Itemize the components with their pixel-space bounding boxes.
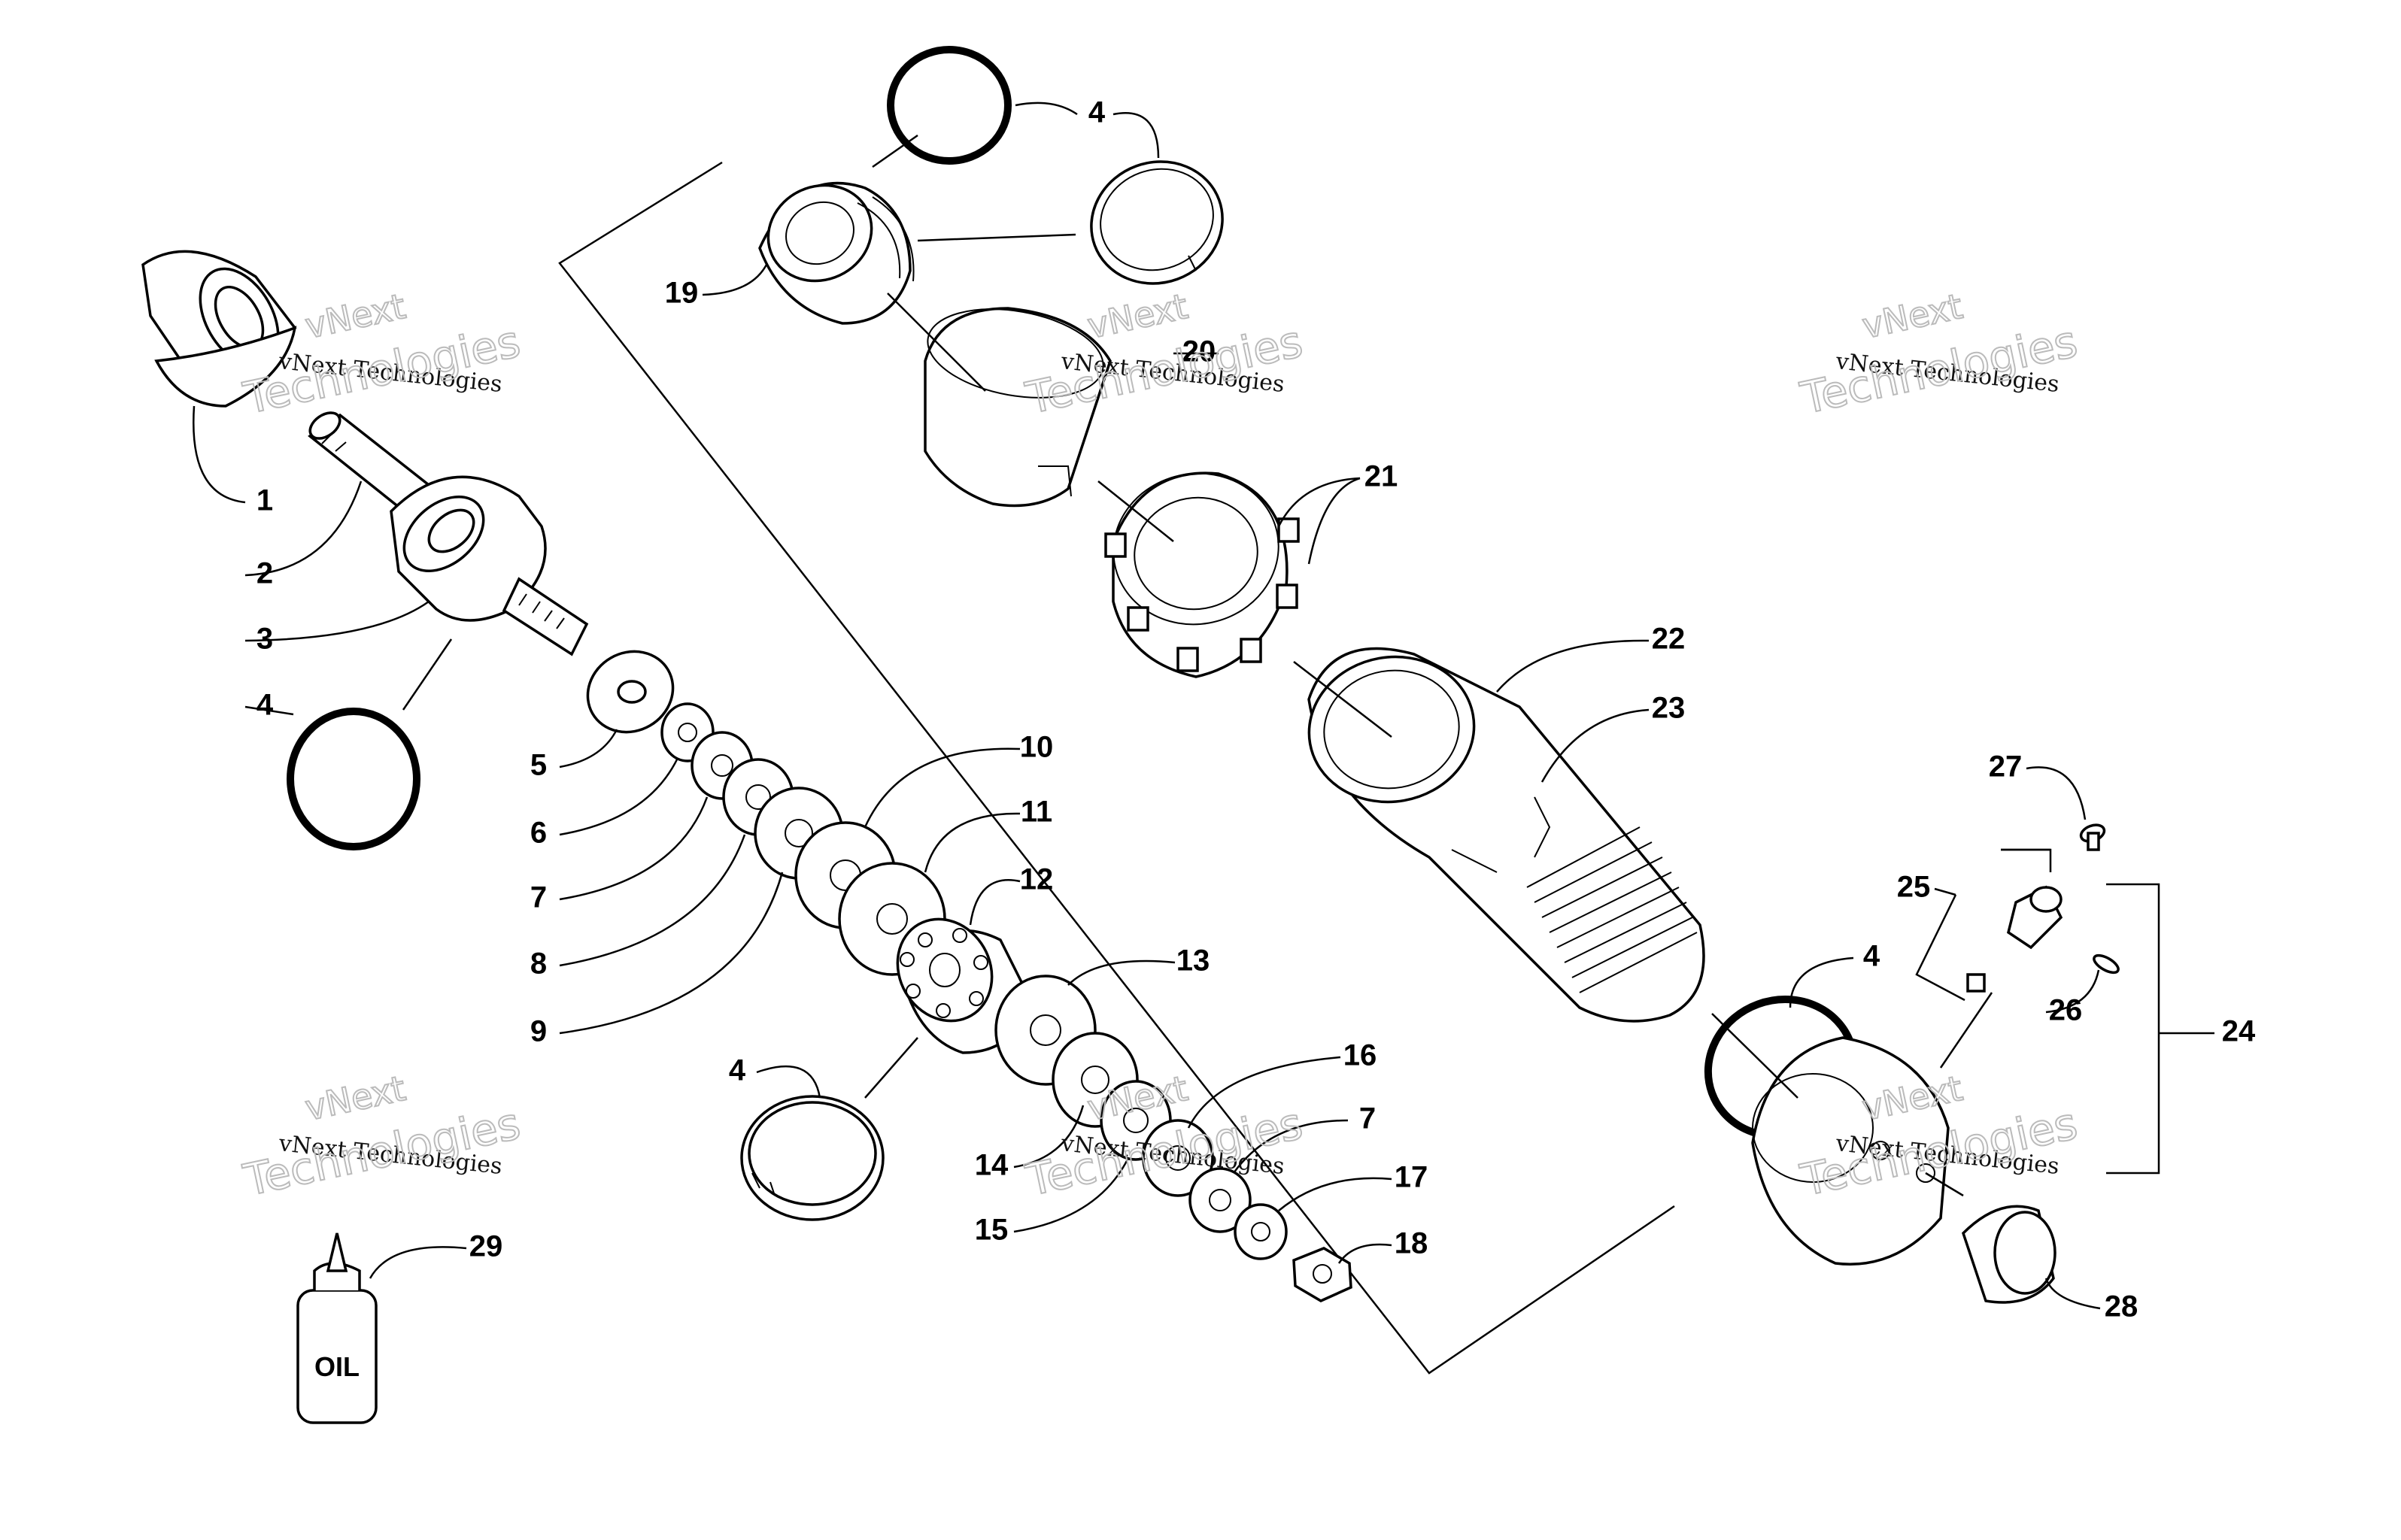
shim-stack xyxy=(660,702,946,976)
callout-c27: 27 xyxy=(1989,750,2023,784)
part-22-reservoir-body xyxy=(1307,647,1705,1023)
subassembly-outline xyxy=(558,161,1675,1375)
callout-c4a: 4 xyxy=(256,689,274,722)
watermark-line3: Technologies xyxy=(1796,316,2082,424)
watermark-bottom-left: vNext vNext Technologies Technologies xyxy=(238,1067,526,1207)
callout-c26: 26 xyxy=(2049,994,2083,1027)
callout-c22: 22 xyxy=(1652,623,1686,656)
callout-c4c: 4 xyxy=(1088,96,1106,129)
callout-c21: 21 xyxy=(1364,460,1398,493)
oil-bottle-label: OIL xyxy=(314,1351,360,1382)
callout-c6: 6 xyxy=(530,817,547,850)
part-24-end-cap xyxy=(1751,1036,1950,1266)
part-4-oring-top xyxy=(887,46,1012,165)
callout-c23: 23 xyxy=(1652,692,1686,725)
watermark-line3: Technologies xyxy=(239,1098,525,1206)
watermark-line1: vNext xyxy=(302,286,409,347)
callout-c7a: 7 xyxy=(530,881,547,914)
callout-c8: 8 xyxy=(530,947,547,981)
callout-c10: 10 xyxy=(1020,731,1054,764)
callout-c7b: 7 xyxy=(1359,1102,1376,1135)
callout-c11: 11 xyxy=(1021,796,1052,829)
part-1-bushing xyxy=(141,250,297,408)
callout-c29: 29 xyxy=(469,1230,503,1263)
callout-c5: 5 xyxy=(530,749,547,782)
part-12-piston xyxy=(896,917,1032,1054)
callout-c15: 15 xyxy=(975,1214,1009,1247)
lower-shim-stack xyxy=(994,975,1288,1260)
part-4-wear-band-top xyxy=(1090,160,1224,285)
callout-c28: 28 xyxy=(2105,1290,2138,1323)
part-3-body xyxy=(390,475,589,656)
callout-c4b: 4 xyxy=(729,1054,746,1087)
callout-c1: 1 xyxy=(256,484,273,517)
callout-c20: 20 xyxy=(1182,335,1216,368)
callout-c4d: 4 xyxy=(1863,940,1880,973)
callout-c12: 12 xyxy=(1020,863,1054,896)
callout-c18: 18 xyxy=(1395,1227,1428,1260)
part-insert xyxy=(1966,973,1986,993)
watermark-line1: vNext xyxy=(302,1068,409,1129)
callout-c13: 13 xyxy=(1176,944,1210,978)
callout-labels: 1234567891011121341415167171841920212223… xyxy=(256,96,2256,1323)
callout-c16: 16 xyxy=(1343,1039,1377,1072)
callout-c14: 14 xyxy=(975,1149,1009,1182)
part-26-clip xyxy=(2093,953,2120,975)
watermark-line1: vNext xyxy=(1084,286,1191,347)
callout-c17: 17 xyxy=(1395,1161,1428,1194)
watermark-line1: vNext xyxy=(1859,286,1966,347)
part-21-adjuster-ring xyxy=(1104,471,1300,678)
callout-c25: 25 xyxy=(1897,871,1931,904)
watermark-top-right: vNext vNext Technologies Technologies xyxy=(1795,285,2083,425)
watermark-top-mid: vNext vNext Technologies Technologies xyxy=(1021,285,1308,425)
callout-c2: 2 xyxy=(256,557,273,590)
part-20-sleeve xyxy=(924,307,1112,508)
part-4-wear-band-lower xyxy=(740,1095,885,1221)
leader-lines xyxy=(193,102,2214,1310)
callout-c9: 9 xyxy=(530,1015,547,1048)
part-5-washer xyxy=(586,650,675,734)
callout-c19: 19 xyxy=(665,277,699,310)
callout-c3: 3 xyxy=(256,623,273,656)
part-25-valve xyxy=(2007,885,2063,950)
part-19-seal-head xyxy=(758,181,915,325)
part-29-oil-bottle: OIL xyxy=(296,1232,378,1424)
watermark-top-left: vNext vNext Technologies Technologies xyxy=(238,285,526,425)
callout-c24: 24 xyxy=(2222,1015,2256,1048)
part-28-bushing xyxy=(1961,1205,2056,1304)
part-4-oring-left xyxy=(287,708,420,850)
part-18-nut xyxy=(1292,1247,1352,1302)
part-27-screw xyxy=(2079,823,2106,851)
